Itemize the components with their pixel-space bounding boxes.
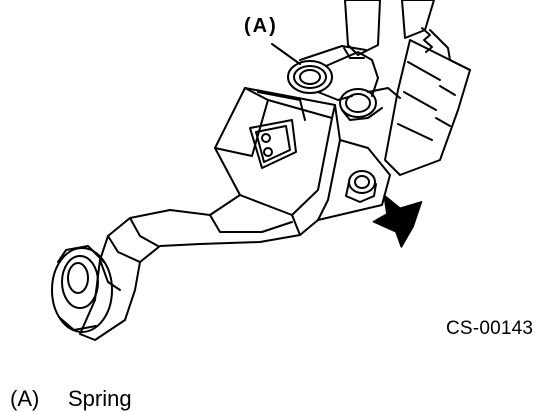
arrow-icon	[372, 194, 423, 248]
pedal-boss	[51, 245, 113, 333]
bracket-body	[214, 87, 391, 236]
pedal-arm	[79, 194, 301, 341]
callout-leader	[271, 43, 301, 65]
legend-callout: (A)	[10, 386, 40, 411]
mounting-slot	[249, 119, 297, 169]
upper-linkage	[344, 0, 471, 176]
spring-lower	[339, 87, 401, 121]
legend-description: Spring	[68, 386, 132, 411]
callout-label: (A)	[244, 15, 278, 37]
nut	[345, 170, 377, 203]
legend-caption: (A) Spring	[10, 386, 132, 412]
figure-code: CS-00143	[446, 318, 534, 339]
spring-upper	[287, 45, 379, 101]
